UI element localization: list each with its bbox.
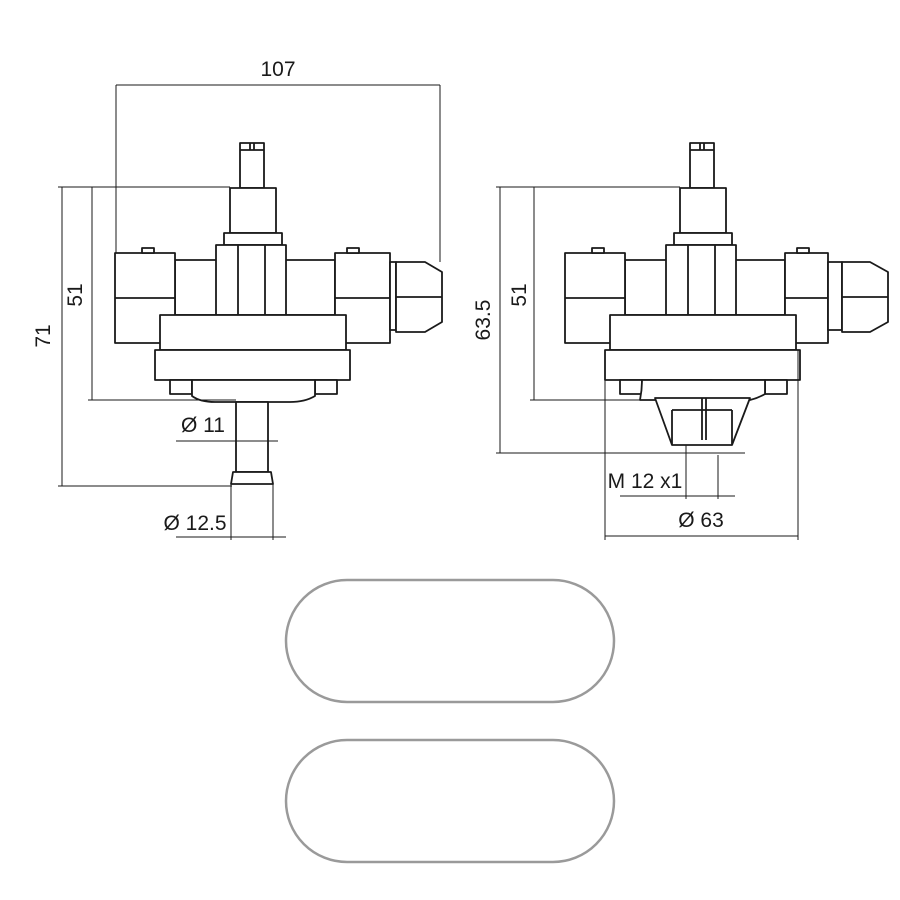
left-stem-housing — [229, 187, 277, 234]
left-dimensions: 107 71 51 Ø 11 Ø 12.5 — [32, 58, 441, 540]
dim-dia-63: Ø 63 — [678, 509, 724, 532]
right-dimensions: 63.5 51 M 12 x1 Ø 63 — [472, 186, 799, 540]
left-pipe-left — [174, 259, 221, 316]
right-center-block — [665, 244, 737, 316]
dim-71: 71 — [32, 324, 55, 347]
dim-dia-11: Ø 11 — [181, 414, 225, 437]
dim-51-right: 51 — [508, 283, 531, 306]
left-outlet — [235, 401, 269, 473]
dim-m12-thread: M 12 x1 — [608, 470, 683, 493]
left-center-block — [215, 244, 287, 316]
dim-63-5: 63.5 — [472, 300, 495, 341]
left-pipe-right — [279, 259, 336, 316]
dim-51-left: 51 — [64, 283, 87, 306]
left-base-plate — [159, 314, 347, 351]
left-outlet-tip — [230, 471, 274, 485]
dim-dia-12-5: Ø 12.5 — [163, 512, 226, 535]
pill-shape-top — [284, 578, 616, 704]
right-base-plate — [609, 314, 797, 351]
dim-107: 107 — [260, 58, 295, 81]
left-valve-view — [114, 142, 443, 485]
pill-shape-bottom — [284, 738, 616, 864]
right-valve-view — [564, 142, 889, 446]
right-base — [604, 349, 801, 381]
right-stem-housing — [679, 187, 727, 234]
left-base — [154, 349, 351, 381]
